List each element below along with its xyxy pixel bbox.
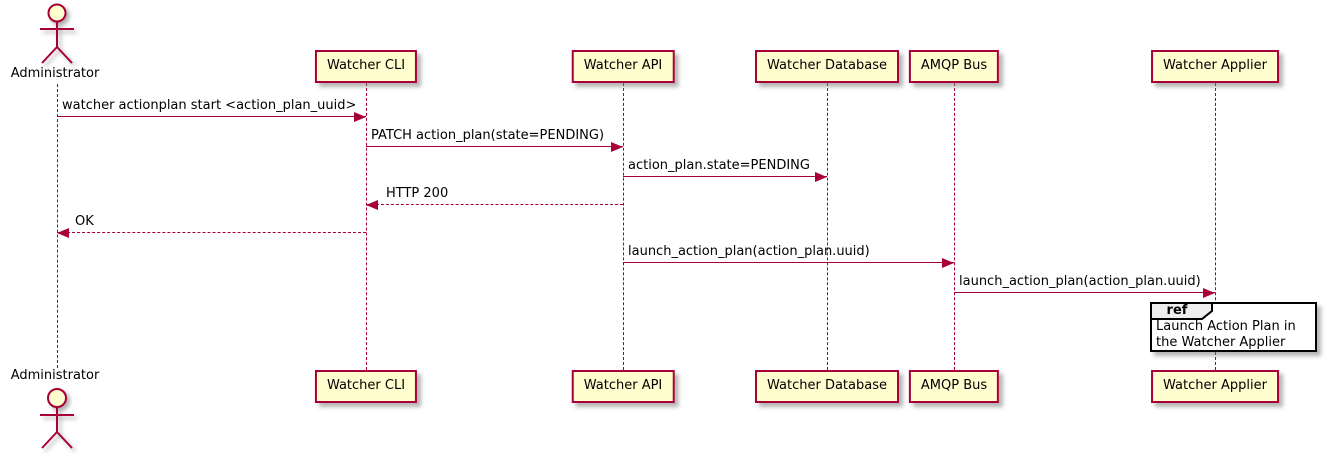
participant-watcher-applier-top: Watcher Applier [1151, 50, 1279, 83]
message-line [623, 176, 827, 177]
ref-text: Launch Action Plan in the Watcher Applie… [1156, 319, 1296, 350]
message-http-200: HTTP 200 [366, 184, 623, 210]
lifeline-watcher-database [827, 83, 828, 370]
message-label: action_plan.state=PENDING [628, 158, 810, 173]
arrowhead-right-icon [611, 142, 623, 152]
actor-label-administrator-bottom: Administrator [10, 368, 100, 383]
message-launch-action-plan-applier: launch_action_plan(action_plan.uuid) [954, 272, 1215, 298]
arrowhead-right-icon [942, 258, 954, 268]
participant-amqp-bus-bottom: AMQP Bus [908, 370, 1000, 403]
lifeline-administrator [57, 84, 58, 368]
message-line [366, 146, 623, 147]
ref-fragment: ref Launch Action Plan in the Watcher Ap… [1150, 302, 1317, 352]
participant-watcher-api-top: Watcher API [571, 50, 675, 83]
message-ok: OK [57, 212, 366, 238]
participant-amqp-bus-top: AMQP Bus [908, 50, 1000, 83]
participant-watcher-database-top: Watcher Database [755, 50, 899, 83]
participant-watcher-cli-top: Watcher CLI [314, 50, 418, 83]
message-launch-action-plan-amqp: launch_action_plan(action_plan.uuid) [623, 242, 954, 268]
arrowhead-right-icon [354, 112, 366, 122]
ref-tab: ref [1150, 302, 1214, 320]
arrowhead-left-icon [57, 228, 69, 238]
lifeline-amqp-bus [954, 83, 955, 370]
message-patch-action-plan: PATCH action_plan(state=PENDING) [366, 126, 623, 152]
arrowhead-right-icon [1203, 288, 1215, 298]
ref-tab-shape-icon [1150, 302, 1213, 320]
ref-keyword: ref [1166, 303, 1188, 318]
message-label: PATCH action_plan(state=PENDING) [371, 128, 605, 143]
administrator-actor-icon [40, 3, 74, 64]
lifeline-watcher-applier [1215, 83, 1216, 370]
lifeline-watcher-api [623, 83, 624, 370]
lifeline-watcher-cli [366, 83, 367, 370]
message-label: OK [75, 214, 94, 229]
message-label: HTTP 200 [386, 186, 449, 201]
message-label: launch_action_plan(action_plan.uuid) [959, 274, 1201, 289]
administrator-actor-icon-bottom [40, 388, 74, 449]
message-line [954, 292, 1215, 293]
actor-label-administrator-top: Administrator [10, 66, 100, 81]
message-label: watcher actionplan start <action_plan_uu… [62, 98, 357, 113]
participant-watcher-database-bottom: Watcher Database [755, 370, 899, 403]
message-line [623, 262, 954, 263]
participant-watcher-cli-bottom: Watcher CLI [314, 370, 418, 403]
arrowhead-left-icon [366, 200, 378, 210]
participant-watcher-applier-bottom: Watcher Applier [1151, 370, 1279, 403]
message-label: launch_action_plan(action_plan.uuid) [628, 244, 870, 259]
message-start-actionplan: watcher actionplan start <action_plan_uu… [57, 96, 366, 122]
participant-watcher-api-bottom: Watcher API [571, 370, 675, 403]
message-line [366, 204, 623, 205]
arrowhead-right-icon [815, 172, 827, 182]
message-state-pending: action_plan.state=PENDING [623, 156, 827, 182]
message-line [57, 232, 366, 233]
message-line [57, 116, 366, 117]
